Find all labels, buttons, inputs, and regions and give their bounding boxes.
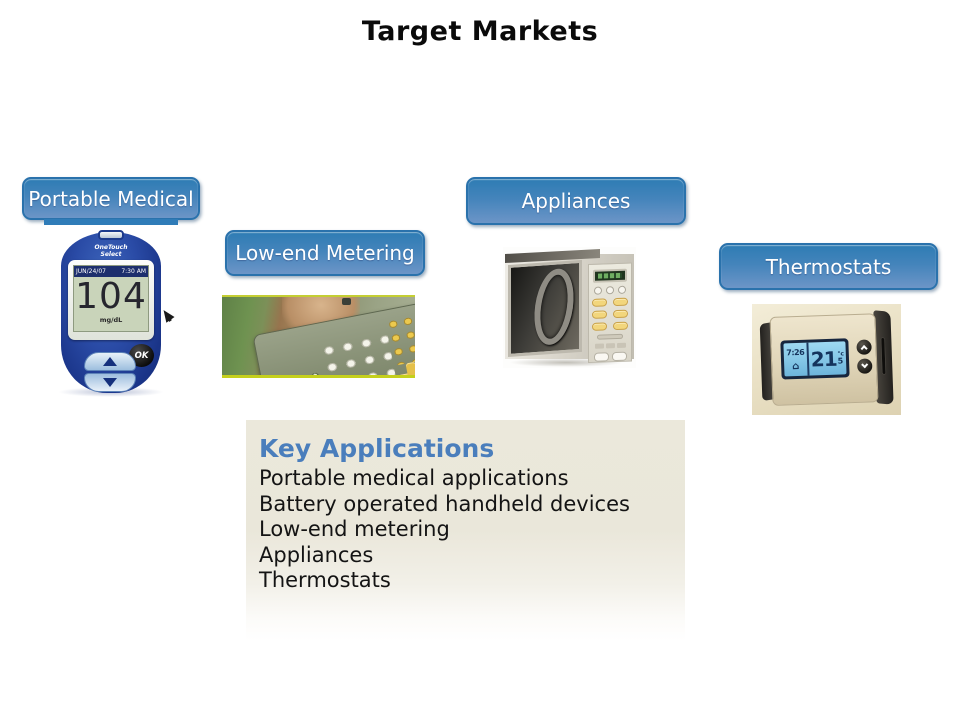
control-panel xyxy=(588,262,632,363)
thermostat-image: 7:26 ⌂ 21 °c 5 xyxy=(752,304,901,415)
thermostat-lcd-frame: 7:26 ⌂ 21 °c 5 xyxy=(780,338,850,380)
arrow-up-button xyxy=(84,352,136,371)
lcd-right-cell: 21 °c 5 xyxy=(808,341,846,375)
small-logo-artifact xyxy=(342,298,351,305)
white-button xyxy=(611,351,627,362)
key-applications-item: Thermostats xyxy=(259,568,391,592)
thermostat-lcd: 7:26 ⌂ 21 °c 5 xyxy=(783,341,847,377)
yellow-button-grid xyxy=(592,297,628,331)
yellow-button xyxy=(613,321,628,331)
display-digits xyxy=(598,272,622,279)
key-applications-title: Key Applications xyxy=(259,434,495,463)
meter-date: JUN/24/07 xyxy=(76,268,106,275)
yellow-button xyxy=(592,310,607,319)
thermostat-down-button xyxy=(856,358,873,374)
round-button-row xyxy=(594,285,626,295)
thermostat-face: 7:26 ⌂ 21 °c 5 xyxy=(769,313,879,406)
chevron-down-icon xyxy=(861,361,869,369)
key-applications-item: Portable medical applications xyxy=(259,466,569,490)
microwave-display xyxy=(593,268,627,283)
microwave-image xyxy=(503,247,636,368)
mouse-cursor-icon xyxy=(159,307,175,323)
market-button-appliances[interactable]: Appliances xyxy=(466,177,686,225)
house-icon: ⌂ xyxy=(791,360,800,373)
round-button xyxy=(618,285,626,294)
blue-strip xyxy=(44,219,178,225)
chevron-up-icon xyxy=(860,345,868,353)
meter-date-bar: JUN/24/07 7:30 AM xyxy=(74,266,148,277)
temperature-detail: °c 5 xyxy=(837,350,844,365)
thermostat-time: 7:26 xyxy=(786,347,805,358)
meter-lcd: JUN/24/07 7:30 AM 104 mg/dL xyxy=(73,265,149,332)
yellow-button xyxy=(613,309,628,319)
microwave-body xyxy=(505,248,634,363)
grey-button xyxy=(605,343,615,349)
grey-wide-button xyxy=(597,333,623,340)
meter-screen-bezel: JUN/24/07 7:30 AM 104 mg/dL xyxy=(68,260,154,340)
market-button-thermostats[interactable]: Thermostats xyxy=(719,243,938,290)
yellow-button xyxy=(592,322,607,331)
white-button-row xyxy=(593,351,627,362)
page-title: Target Markets xyxy=(361,16,599,47)
key-applications-list: Portable medical applications Battery op… xyxy=(259,466,685,594)
temperature-fraction: 5 xyxy=(837,356,844,366)
shadow xyxy=(509,358,623,367)
brand-bottom: Select xyxy=(100,251,122,258)
thermostat-up-button xyxy=(856,339,872,355)
key-applications-item: Low-end metering xyxy=(259,517,450,541)
temperature-value: 21 xyxy=(810,346,838,372)
glucose-units: mg/dL xyxy=(99,316,123,324)
key-applications-item: Appliances xyxy=(259,542,374,567)
microwave-door xyxy=(508,259,582,357)
triangle-down-icon xyxy=(103,378,117,387)
brand-label: OneTouch Select xyxy=(61,244,161,258)
round-button xyxy=(594,286,602,295)
green-keypad xyxy=(265,367,332,375)
brand-top: OneTouch xyxy=(94,244,128,251)
triangle-up-icon xyxy=(103,357,117,366)
lcd-left-cell: 7:26 ⌂ xyxy=(783,342,810,377)
handheld-meter-image xyxy=(222,295,415,378)
meter-time: 7:30 AM xyxy=(121,268,146,275)
grey-button-row xyxy=(594,342,626,349)
grey-button xyxy=(594,343,604,349)
door-ring xyxy=(529,267,579,347)
market-button-portable-medical[interactable]: Portable Medical xyxy=(22,177,200,220)
thermostat-device: 7:26 ⌂ 21 °c 5 xyxy=(759,310,894,409)
white-button xyxy=(593,352,609,362)
grey-button xyxy=(616,342,626,349)
market-button-low-end-metering[interactable]: Low-end Metering xyxy=(225,230,425,276)
round-button xyxy=(606,286,614,295)
key-applications-box: Key Applications Portable medical applic… xyxy=(246,420,685,641)
yellow-button xyxy=(613,297,628,307)
glucose-meter-body: OneTouch Select JUN/24/07 7:30 AM 104 mg… xyxy=(61,230,161,393)
key-applications-item: Battery operated handheld devices xyxy=(259,491,630,516)
yellow-button xyxy=(592,298,607,307)
test-strip-port xyxy=(98,230,124,240)
glucose-meter-image: OneTouch Select JUN/24/07 7:30 AM 104 mg… xyxy=(44,219,178,397)
arrow-down-button xyxy=(84,373,136,392)
glucose-reading: 104 xyxy=(75,276,147,317)
